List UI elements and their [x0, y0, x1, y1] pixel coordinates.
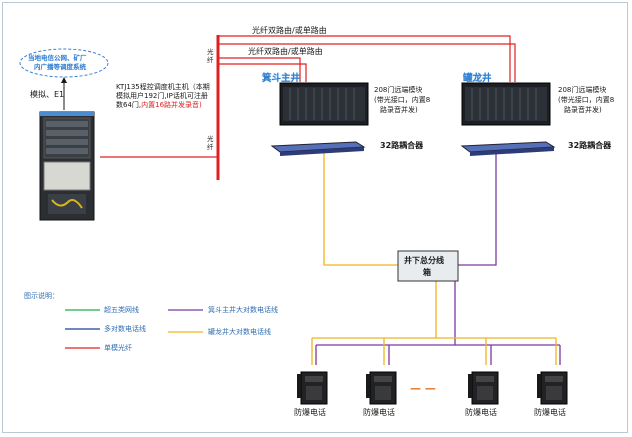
phone-icon-1	[297, 371, 328, 405]
host-desc-line1: KTJ135程控调度机主机（本期	[116, 83, 210, 91]
vertical-fiber-label-top: 光纤	[207, 48, 214, 64]
site1-name: 箕斗主井	[262, 73, 301, 84]
host-desc-line3-red: 内置16路并发录音)	[141, 101, 202, 109]
cloud-label-line1: 当地电信公网、矿厂	[28, 54, 87, 62]
phone-icon-3	[468, 371, 499, 405]
phone-label-1: 防爆电话	[294, 408, 326, 417]
site1-module-icon	[279, 82, 369, 126]
site2-module-line2: (带光接口，内置8	[558, 96, 615, 104]
legend-swatches	[65, 309, 203, 349]
legend-item-fiber: 单模光纤	[104, 344, 132, 352]
host-desc-line3-prefix: 数64门,	[116, 101, 142, 109]
legend-item-site2-trunk: 罐龙井大对数电话线	[208, 328, 271, 336]
site1-module-line3: 路录音并发)	[380, 106, 418, 114]
site1-trunk-lines	[315, 153, 561, 365]
site1-module-line2: (带光接口，内置8	[374, 96, 431, 104]
site2-module-icon	[461, 82, 551, 126]
fiber-lines	[100, 35, 516, 180]
junction-box-frame	[397, 250, 459, 282]
cloud-network-icon	[19, 48, 109, 78]
junction-box-line2: 箱	[423, 268, 431, 277]
fiber-route-top	[218, 35, 511, 82]
analog-e1-label: 模拟、E1	[30, 90, 65, 99]
host-desc-line3: 数64门,内置16路并发录音)	[116, 101, 202, 110]
junction-box-line1: 井下总分线	[404, 256, 444, 265]
vertical-fiber-label-bottom: 光纤	[207, 135, 214, 151]
fiber-route-label-mid: 光纤双路由/或单路由	[248, 47, 323, 56]
arrow-head-icon	[61, 77, 67, 83]
site2-module-line1: 208门远端模块	[558, 86, 607, 94]
legend-item-site1-trunk: 箕斗主井大对数电话线	[208, 306, 278, 314]
host-cabinet-icon	[39, 111, 95, 221]
phone-label-4: 防爆电话	[534, 408, 566, 417]
site2-trunk-lines	[311, 153, 557, 365]
site1-combiner-label: 32路耦合器	[380, 141, 424, 150]
site2-module-line3: 路录音并发)	[564, 106, 602, 114]
more-phones-ellipsis: — —	[410, 382, 436, 395]
legend-item-cat5: 超五类网线	[104, 306, 139, 314]
legend-title: 图示说明：	[24, 292, 59, 300]
phone-label-3: 防爆电话	[465, 408, 497, 417]
site2-name: 罐龙井	[463, 73, 492, 84]
phone-label-2: 防爆电话	[363, 408, 395, 417]
site2-combiner-icon	[460, 141, 556, 156]
site1-module-line1: 208门远端模块	[374, 86, 423, 94]
site1-combiner-icon	[270, 141, 366, 156]
legend-item-multipair: 多对数电话线	[104, 325, 146, 333]
cloud-label-line2: 内广播等调度系统	[34, 63, 86, 71]
phone-icon-4	[537, 371, 568, 405]
fiber-route-label-top: 光纤双路由/或单路由	[252, 26, 327, 35]
diagram-border	[2, 2, 628, 433]
phone-icon-2	[366, 371, 397, 405]
site2-combiner-label: 32路耦合器	[568, 141, 612, 150]
fiber-route-mid	[218, 57, 301, 82]
host-desc-line2: 模拟用户192门,IP话机可注册	[116, 92, 208, 100]
